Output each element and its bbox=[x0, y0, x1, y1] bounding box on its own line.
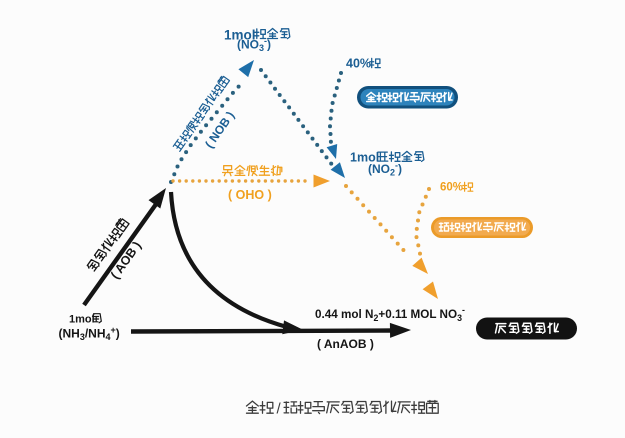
svg-text:40%: 40% bbox=[346, 57, 371, 71]
svg-text:/: / bbox=[277, 401, 282, 418]
svg-text:( OHO ): ( OHO ) bbox=[228, 188, 272, 202]
svg-text:60%: 60% bbox=[440, 182, 463, 194]
svg-text:(NH3/NH4+): (NH3/NH4+) bbox=[59, 325, 120, 342]
svg-text:( AnAOB ): ( AnAOB ) bbox=[317, 337, 374, 351]
svg-text:1mol: 1mol bbox=[350, 151, 379, 165]
svg-text:1mol: 1mol bbox=[69, 314, 95, 326]
svg-text:1mol: 1mol bbox=[224, 28, 256, 43]
svg-text:0.44 mol N2+0.11 MOL NO3-: 0.44 mol N2+0.11 MOL NO3- bbox=[315, 305, 465, 323]
